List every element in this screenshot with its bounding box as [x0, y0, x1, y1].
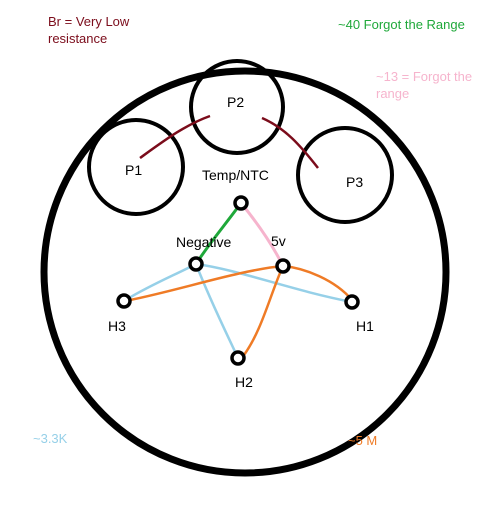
label-h2: H2: [235, 374, 253, 390]
pin-p2-circle: [189, 59, 285, 155]
terminal-h2: [230, 350, 246, 366]
label-h1: H1: [356, 318, 374, 334]
label-p3: P3: [346, 174, 363, 190]
terminal-negative: [188, 256, 204, 272]
brown-wire-p2-p3: [261, 116, 319, 169]
note-orange: ~5 M: [348, 433, 378, 448]
label-negative: Negative: [176, 234, 231, 250]
terminal-h3: [116, 293, 132, 309]
brown-wire-p1-p2: [139, 114, 211, 160]
blue-wire-neg-h2: [194, 263, 240, 359]
terminal-5v: [275, 258, 291, 274]
label-p2: P2: [227, 94, 244, 110]
connector-outline: [40, 67, 450, 477]
blue-wire-neg-h3: [123, 262, 197, 303]
pin-p3-circle: [296, 126, 394, 224]
note-blue: ~3.3K: [33, 431, 68, 446]
terminal-temp: [233, 195, 249, 211]
note-pink: ~13 = Forgot the range: [376, 69, 473, 101]
label-p1: P1: [125, 162, 142, 178]
orange-wire-5v-h3: [129, 264, 284, 302]
label-5v: 5v: [271, 233, 286, 249]
blue-wire-neg-h1: [195, 262, 353, 304]
orange-wire-5v-h2: [242, 265, 285, 356]
terminal-h1: [344, 294, 360, 310]
pin-p1-circle: [87, 118, 185, 216]
note-green: ~40 Forgot the Range: [338, 17, 465, 32]
note-brown: Br = Very Low resistance: [48, 14, 130, 46]
label-h3: H3: [108, 318, 126, 334]
label-temp: Temp/NTC: [202, 167, 269, 183]
